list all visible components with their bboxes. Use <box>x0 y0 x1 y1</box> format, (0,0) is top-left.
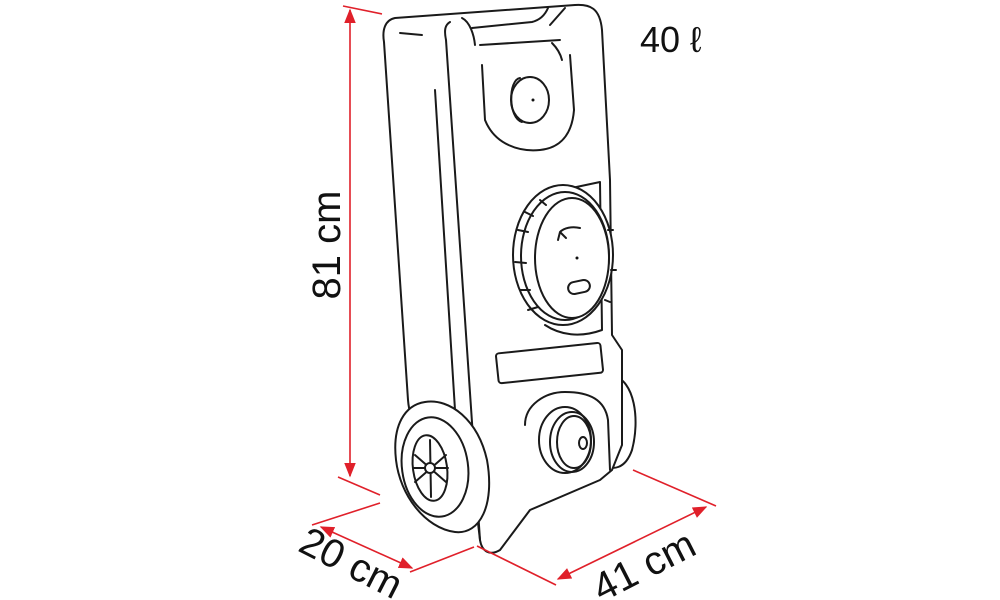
depth-label: 20 cm <box>292 519 409 600</box>
vent-cap <box>510 76 550 124</box>
dimension-lines <box>311 5 717 586</box>
drain-cap <box>538 406 595 474</box>
front-wheel <box>394 400 491 534</box>
height-label: 81 cm <box>305 191 349 300</box>
label-plate <box>495 341 604 385</box>
capacity-label: 40 ℓ <box>640 19 702 60</box>
filler-cap <box>512 184 617 326</box>
width-label: 41 cm <box>586 522 703 600</box>
rotate-arrow-icon <box>557 226 581 241</box>
